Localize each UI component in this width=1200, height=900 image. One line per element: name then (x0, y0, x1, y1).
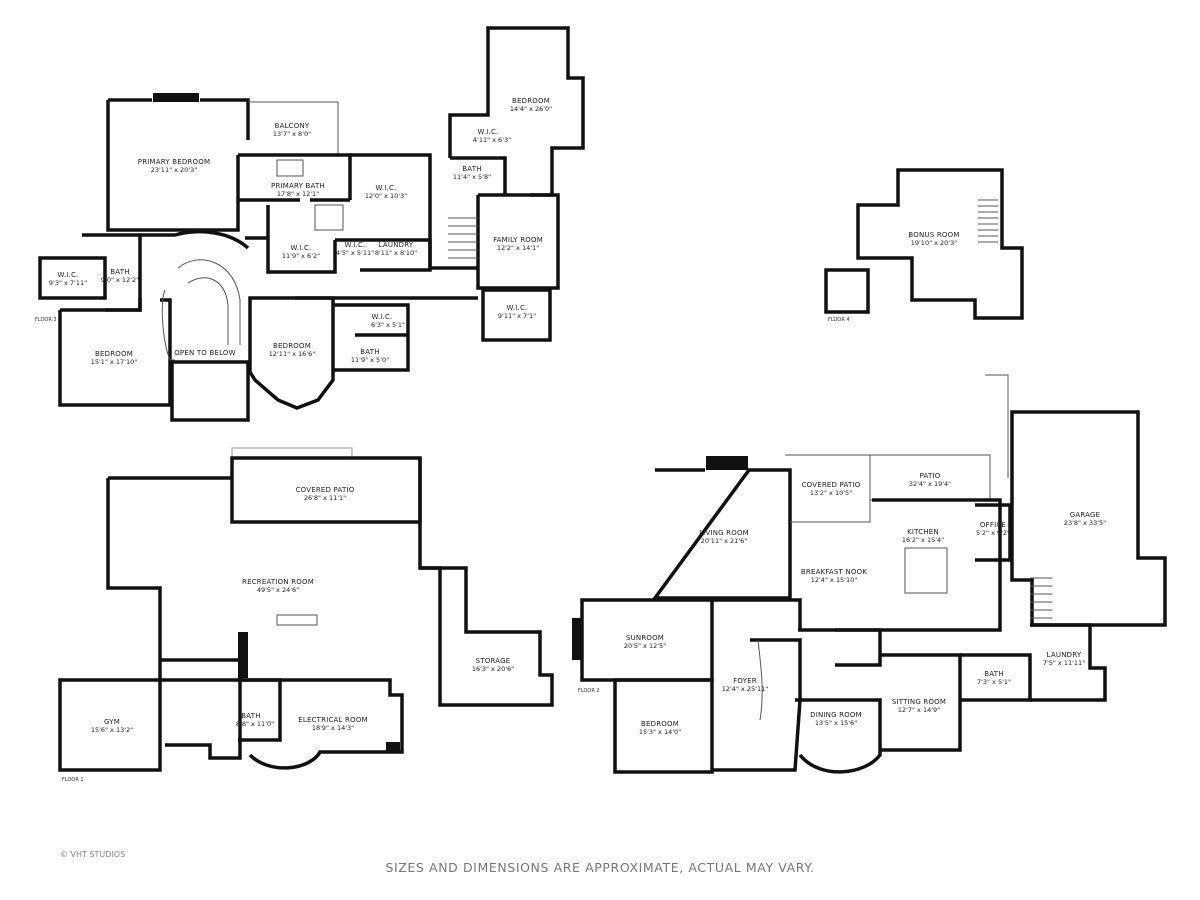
room-label-open-to-below: OPEN TO BELOW (174, 349, 236, 357)
room-dims-wic-7: 6'3" x 5'1" (371, 321, 405, 329)
room-label-balcony: BALCONY (275, 122, 310, 130)
room-dims-wic-1: 12'0" x 10'3" (365, 192, 407, 200)
room-label-bonus-room: BONUS ROOM (908, 231, 959, 239)
floor-label-1: FLOOR 1 (62, 777, 84, 783)
room-label-laundry-2: LAUNDRY (1047, 651, 1082, 659)
room-dims-electrical-room: 18'9" x 14'3" (312, 724, 354, 732)
room-dims-family-room: 12'2" x 14'1" (497, 244, 539, 252)
room-dims-bedroom-3: 12'11" x 16'6" (269, 350, 315, 358)
room-label-bath-5: BATH (984, 670, 1003, 678)
room-label-wic-6: W.I.C. (58, 271, 79, 279)
room-dims-wic-6: 9'3" x 7'11" (49, 279, 87, 287)
room-dims-storage: 16'3" x 20'6" (472, 665, 514, 673)
room-label-bath-3: BATH (360, 348, 379, 356)
room-dims-wic-4: 11'9" x 6'2" (282, 252, 320, 260)
floor-4-plan (824, 168, 1024, 320)
room-label-wic-1: W.I.C. (376, 184, 397, 192)
floor-label-3: FLOOR 3 (35, 317, 57, 323)
room-label-bath-4: BATH (241, 712, 260, 720)
room-label-bath-2: BATH (110, 268, 129, 276)
room-dims-sunroom: 20'5" x 12'5" (624, 642, 666, 650)
floor-label-2: FLOOR 2 (578, 688, 600, 694)
room-dims-bedroom-4: 15'3" x 14'0" (639, 728, 681, 736)
room-dims-bath-1: 11'4" x 5'8" (453, 173, 491, 181)
room-dims-laundry-1: 8'11" x 8'10" (375, 249, 417, 257)
room-label-wic-4: W.I.C. (291, 244, 312, 252)
room-dims-dining-room: 13'5" x 15'6" (815, 719, 857, 727)
room-label-wic-5: W.I.C. (345, 241, 366, 249)
room-label-primary-bedroom: PRIMARY BEDROOM (138, 158, 210, 166)
room-dims-laundry-2: 7'5" x 11'11" (1043, 659, 1085, 667)
room-label-dining-room: DINING ROOM (810, 711, 862, 719)
room-label-bedroom-1: BEDROOM (512, 97, 550, 105)
room-dims-bath-3: 11'9" x 5'0" (351, 356, 389, 364)
room-dims-breakfast-nook: 12'4" x 15'10" (811, 576, 857, 584)
room-label-storage: STORAGE (476, 657, 511, 665)
room-dims-garage: 23'8" x 33'5" (1064, 519, 1106, 527)
room-label-office: OFFICE (980, 521, 1006, 529)
room-label-bedroom-2: BEDROOM (95, 350, 133, 358)
room-dims-bath-2: 9'0" x 12'2" (101, 276, 139, 284)
room-dims-kitchen: 16'2" x 15'4" (902, 536, 944, 544)
room-dims-office: 5'2" x 9'2" (976, 529, 1010, 537)
room-dims-bonus-room: 19'10" x 20'3" (911, 239, 957, 247)
room-labels: PRIMARY BEDROOM 23'11" x 20'3" BALCONY 1… (49, 97, 1106, 736)
room-dims-wic-3: 9'11" x 7'1" (498, 312, 536, 320)
room-label-sitting-room: SITTING ROOM (892, 698, 946, 706)
room-dims-wic-5: 4'5" x 5'11" (336, 249, 374, 257)
room-dims-recreation-room: 49'5" x 24'6" (257, 586, 299, 594)
room-label-wic-7: W.I.C. (372, 313, 393, 321)
room-label-covered-patio-2: COVERED PATIO (802, 481, 861, 489)
room-label-sunroom: SUNROOM (626, 634, 664, 642)
room-label-family-room: FAMILY ROOM (493, 236, 543, 244)
room-dims-primary-bedroom: 23'11" x 20'3" (151, 166, 197, 174)
room-label-electrical-room: ELECTRICAL ROOM (298, 716, 368, 724)
floor-2-plan (572, 374, 1167, 774)
room-label-covered-patio-1: COVERED PATIO (296, 486, 355, 494)
room-dims-wic-2: 4'11" x 6'3" (473, 136, 511, 144)
room-label-kitchen: KITCHEN (907, 528, 939, 536)
room-label-living-room: LIVING ROOM (699, 529, 749, 537)
room-label-foyer: FOYER (733, 677, 757, 685)
room-label-wic-2: W.I.C. (478, 128, 499, 136)
room-dims-gym: 15'6" x 13'2" (91, 726, 133, 734)
room-label-wic-3: W.I.C. (507, 304, 528, 312)
room-dims-balcony: 13'7" x 8'0" (273, 130, 311, 138)
room-label-breakfast-nook: BREAKFAST NOOK (801, 568, 867, 576)
room-dims-bedroom-2: 15'1" x 17'10" (91, 358, 137, 366)
room-label-recreation-room: RECREATION ROOM (242, 578, 314, 586)
floor-label-4: FLOOR 4 (828, 317, 850, 323)
room-label-gym: GYM (104, 718, 120, 726)
copyright-notice: © VHT STUDIOS (60, 850, 126, 859)
floor-3-plan (38, 26, 585, 422)
room-dims-primary-bath: 17'8" x 12'1" (277, 190, 319, 198)
room-dims-foyer: 12'4" x 25'11" (722, 685, 768, 693)
room-dims-patio: 32'4" x 19'4" (909, 480, 951, 488)
room-dims-bath-4: 8'8" x 11'0" (236, 720, 274, 728)
room-label-bath-1: BATH (462, 165, 481, 173)
room-label-patio: PATIO (920, 472, 941, 480)
disclaimer-text: SIZES AND DIMENSIONS ARE APPROXIMATE, AC… (385, 860, 815, 875)
room-dims-bedroom-1: 14'4" x 26'0" (510, 105, 552, 113)
floor-labels: FLOOR 3 FLOOR 4 FLOOR 1 FLOOR 2 (35, 317, 850, 783)
room-dims-bath-5: 7'3" x 5'1" (977, 678, 1011, 686)
room-label-bedroom-3: BEDROOM (273, 342, 311, 350)
room-label-laundry-1: LAUNDRY (379, 241, 414, 249)
room-label-bedroom-4: BEDROOM (641, 720, 679, 728)
room-dims-covered-patio-1: 26'8" x 11'1" (304, 494, 346, 502)
room-dims-living-room: 20'11" x 21'6" (701, 537, 747, 545)
floor-1-plan (58, 447, 554, 772)
room-label-garage: GARAGE (1070, 511, 1101, 519)
room-dims-sitting-room: 12'7" x 14'9" (898, 706, 940, 714)
room-label-primary-bath: PRIMARY BATH (271, 182, 325, 190)
room-dims-covered-patio-2: 13'2" x 10'5" (810, 489, 852, 497)
